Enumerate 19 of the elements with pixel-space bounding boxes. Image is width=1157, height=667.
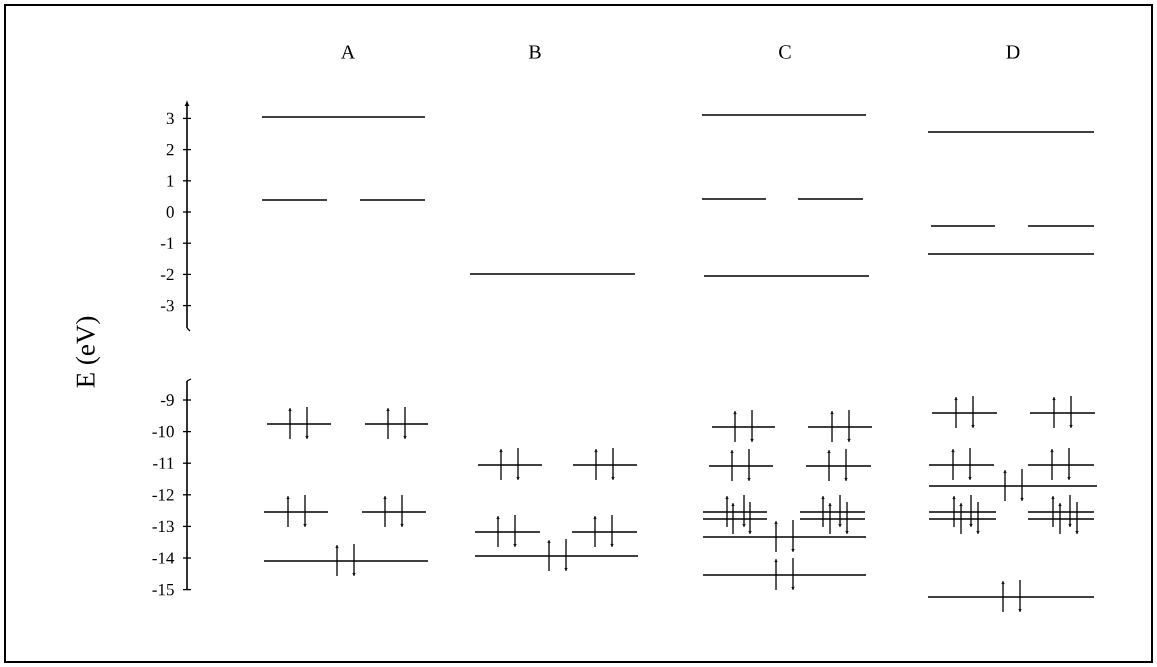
tick-label: -9 <box>160 394 174 406</box>
column-heading: B <box>528 45 541 59</box>
tick-label: -2 <box>160 268 174 281</box>
column-heading: C <box>779 45 791 59</box>
tick-label: 3 <box>166 112 174 125</box>
tick-label: -13 <box>152 520 174 533</box>
tick-label: -14 <box>152 552 175 564</box>
tick-label: -1 <box>160 237 174 249</box>
axis-title: E (eV) <box>75 316 101 388</box>
column-heading: A <box>340 45 356 59</box>
column-heading: D <box>1006 45 1020 59</box>
tick-label: 1 <box>167 175 174 187</box>
tick-label: -11 <box>153 457 174 469</box>
tick-label: 0 <box>166 206 174 218</box>
tick-label: -3 <box>160 299 174 312</box>
tick-label: -12 <box>152 489 174 501</box>
tick-label: -10 <box>152 425 174 438</box>
tick-label: 2 <box>166 143 174 156</box>
tick-label: -15 <box>152 583 174 596</box>
